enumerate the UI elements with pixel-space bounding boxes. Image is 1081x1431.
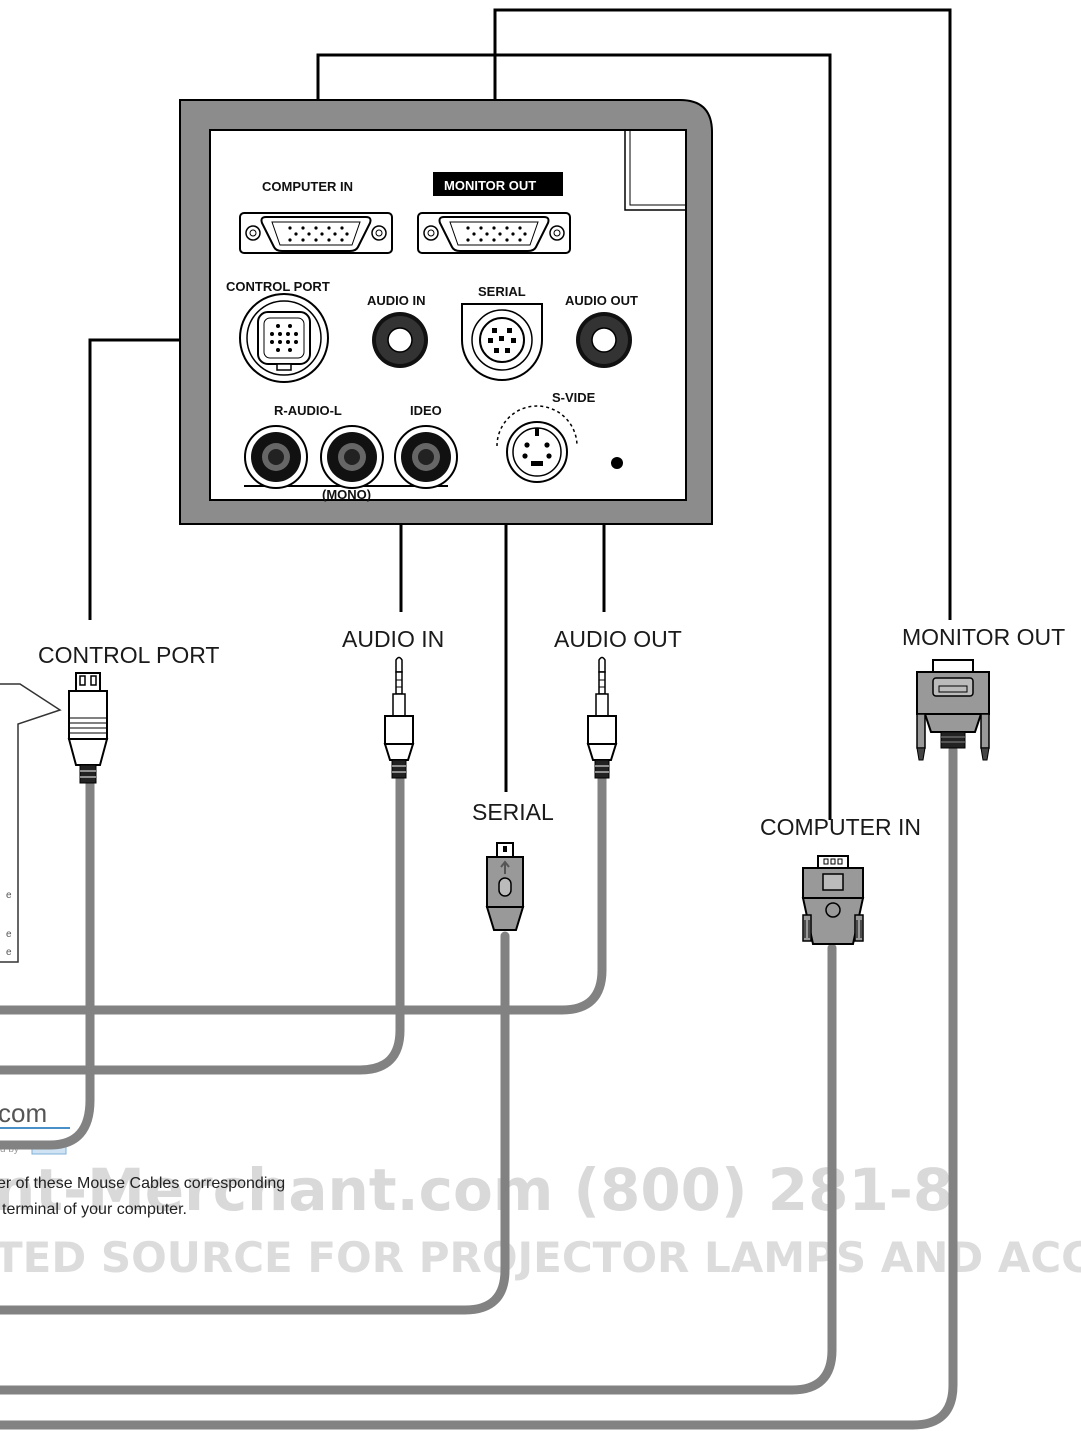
s-video-port-icon	[496, 405, 578, 483]
vga-plug-icon	[916, 659, 990, 761]
rca-jack-icon	[244, 425, 308, 489]
label-audio-in: AUDIO IN	[367, 293, 426, 308]
watermark-logo-text: com	[0, 1098, 47, 1128]
watermark-tagline: TED SOURCE FOR PROJECTOR LAMPS AND ACCES…	[0, 1233, 1081, 1282]
label-control-port: CONTROL PORT	[226, 279, 330, 294]
svg-text:e: e	[6, 890, 12, 901]
rca-jack-icon	[394, 425, 458, 489]
vga-plug-icon	[801, 855, 865, 945]
watermark: nt-Merchant.com (800) 281-8 TED SOURCE F…	[0, 1156, 1081, 1282]
monitor-out-badge	[433, 172, 563, 196]
audio-jack-icon	[576, 312, 632, 368]
cable-label-computer-in: COMPUTER IN	[760, 814, 921, 840]
watermark-site: nt-Merchant.com (800) 281-8	[0, 1156, 953, 1224]
mini-din-port-icon	[239, 293, 329, 383]
callout-box: e e e	[0, 683, 62, 963]
label-s-video: S-VIDE	[552, 390, 596, 405]
label-audio-out: AUDIO OUT	[565, 293, 638, 308]
audio-jack-icon	[372, 312, 428, 368]
note-line-1: er of these Mouse Cables corresponding	[0, 1175, 285, 1192]
rca-jack-icon	[320, 425, 384, 489]
mini-din-plug-icon	[485, 842, 525, 931]
cable-audio-out	[0, 771, 607, 1015]
label-video: IDEO	[410, 403, 442, 418]
mini-din-port-icon	[461, 303, 543, 381]
cable-serial	[0, 931, 510, 1315]
label-mono: (MONO)	[322, 487, 371, 502]
cable-monitor-out	[0, 745, 958, 1430]
cable-label-monitor-out: MONITOR OUT	[902, 624, 1065, 650]
cable-label-control-port: CONTROL PORT	[38, 642, 219, 668]
svg-text:e: e	[6, 929, 12, 940]
cable-audio-in	[0, 771, 405, 1075]
cables	[0, 745, 958, 1430]
svg-text:e: e	[6, 947, 12, 958]
vga-port-icon	[417, 212, 571, 254]
note-line-2: terminal of your computer.	[2, 1201, 187, 1218]
cable-label-serial: SERIAL	[472, 799, 554, 825]
cable-computer-in	[0, 943, 837, 1395]
label-monitor-out: MONITOR OUT	[444, 178, 536, 193]
mini-din-plug-icon	[67, 672, 109, 784]
cable-control-port	[0, 775, 95, 1150]
cable-label-audio-in: AUDIO IN	[342, 626, 444, 652]
projector-panel: COMPUTER IN MONITOR OUT CONTROL PORT AUD…	[179, 99, 713, 525]
label-r-audio-l: R-AUDIO-L	[274, 403, 342, 418]
label-computer-in: COMPUTER IN	[262, 179, 353, 194]
label-serial: SERIAL	[478, 284, 526, 299]
vga-port-icon	[239, 212, 393, 254]
audio-plug-icon	[383, 656, 415, 779]
cable-label-audio-out: AUDIO OUT	[554, 626, 682, 652]
audio-plug-icon	[586, 656, 618, 779]
